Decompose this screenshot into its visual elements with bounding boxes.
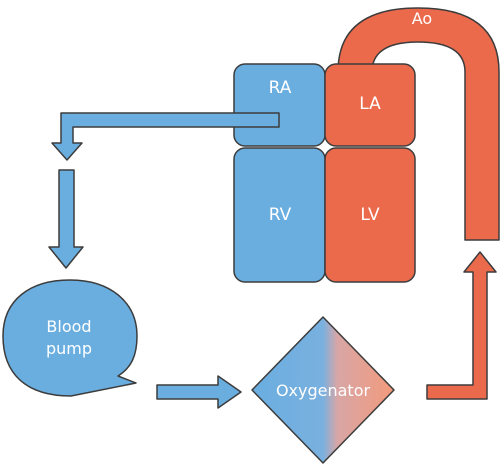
- to-oxygenator-arrow: [156, 375, 242, 409]
- chamber-la-label: LA: [359, 94, 381, 114]
- blood-pump-label-line2: pump: [46, 339, 92, 358]
- chamber-lv-label: LV: [360, 205, 380, 225]
- aorta-label: Ao: [412, 9, 432, 28]
- oxygenator-label: Oxygenator: [276, 381, 371, 400]
- chamber-ra: [233, 63, 326, 147]
- chamber-ra-label: RA: [269, 78, 292, 98]
- oxygenator: [251, 316, 395, 464]
- return-arrow: [426, 251, 497, 400]
- chamber-la: [324, 63, 416, 147]
- drainage-arrow: [51, 112, 280, 161]
- blood-pump-label-line1: Blood: [46, 317, 91, 336]
- blood-pump: [2, 279, 138, 397]
- chamber-rv-label: RV: [269, 205, 292, 225]
- to-pump-arrow: [48, 169, 84, 269]
- aorta: [337, 7, 500, 241]
- chamber-lv: [324, 147, 416, 283]
